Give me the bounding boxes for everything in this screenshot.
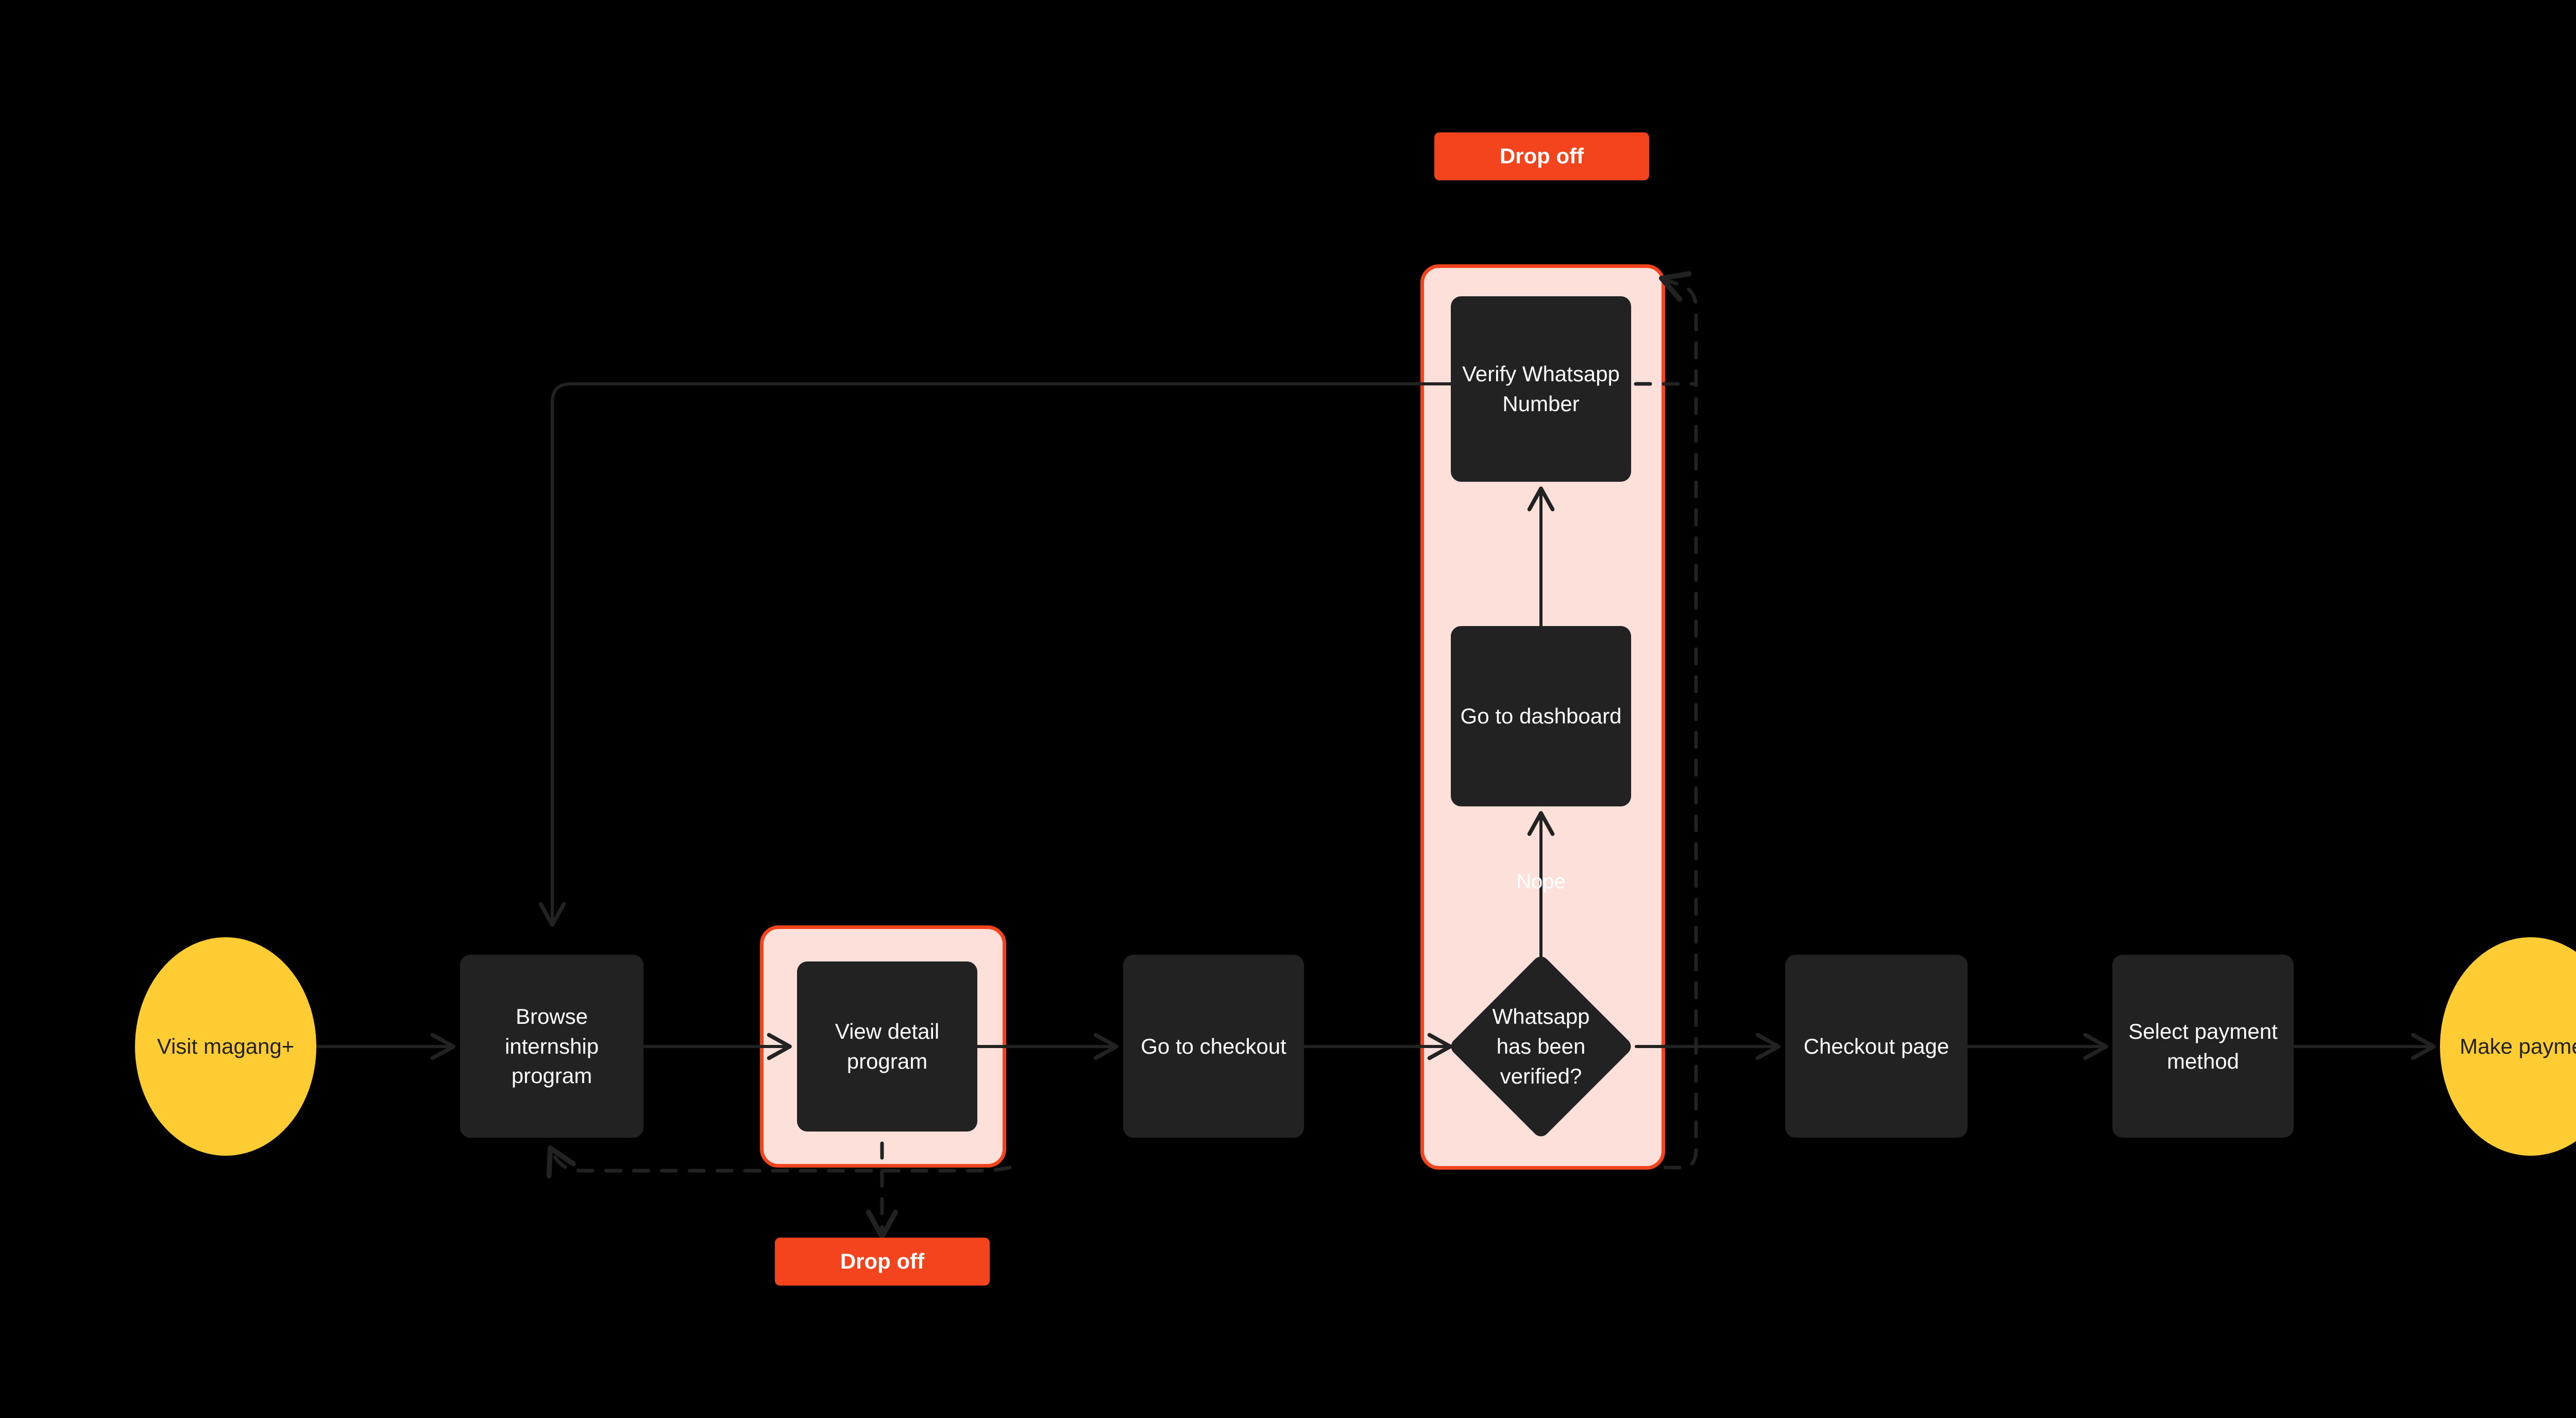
edge-label-nope: Nope xyxy=(1516,870,1566,893)
node-whatsapp-verified-decision[interactable]: Whatsapp has been verified? xyxy=(1447,953,1635,1140)
node-visit-magang[interactable]: Visit magang+ xyxy=(135,937,316,1156)
edge-verify-loopback-to-browse xyxy=(538,382,1452,927)
node-go-to-dashboard-label: Go to dashboard xyxy=(1460,704,1622,729)
node-go-to-checkout[interactable]: Go to checkout xyxy=(1123,955,1304,1138)
node-view-detail-program-label: View detail program xyxy=(835,1019,940,1073)
node-checkout-page[interactable]: Checkout page xyxy=(1785,955,1968,1138)
node-dropoff-bottom-label: Drop off xyxy=(840,1249,925,1274)
node-dropoff-top-label: Drop off xyxy=(1499,144,1584,168)
node-dropoff-bottom[interactable]: Drop off xyxy=(775,1238,990,1286)
node-select-payment-method[interactable]: Select payment method xyxy=(2112,955,2294,1138)
node-browse-internship-program-label: Browse internship program xyxy=(504,1004,599,1088)
node-go-to-checkout-label: Go to checkout xyxy=(1141,1034,1286,1058)
node-dropoff-top[interactable]: Drop off xyxy=(1434,132,1649,180)
edge-whatsapp-group-to-dropoff-top xyxy=(1659,271,1698,1170)
node-whatsapp-verified-label: Whatsapp has been verified? xyxy=(1492,1004,1590,1088)
node-go-to-dashboard[interactable]: Go to dashboard xyxy=(1451,626,1631,806)
node-make-payment-label: Make payment xyxy=(2460,1034,2576,1059)
node-make-payment[interactable]: Make payment xyxy=(2440,937,2576,1156)
node-verify-whatsapp-number[interactable]: Verify Whatsapp Number xyxy=(1451,296,1631,482)
node-browse-internship-program[interactable]: Browse internship program xyxy=(460,955,643,1138)
node-select-payment-method-label: Select payment method xyxy=(2128,1019,2278,1073)
node-verify-whatsapp-number-label: Verify Whatsapp Number xyxy=(1462,362,1620,416)
node-checkout-page-label: Checkout page xyxy=(1803,1034,1950,1058)
node-view-detail-program[interactable]: View detail program xyxy=(797,961,977,1132)
node-visit-magang-label: Visit magang+ xyxy=(157,1034,295,1059)
